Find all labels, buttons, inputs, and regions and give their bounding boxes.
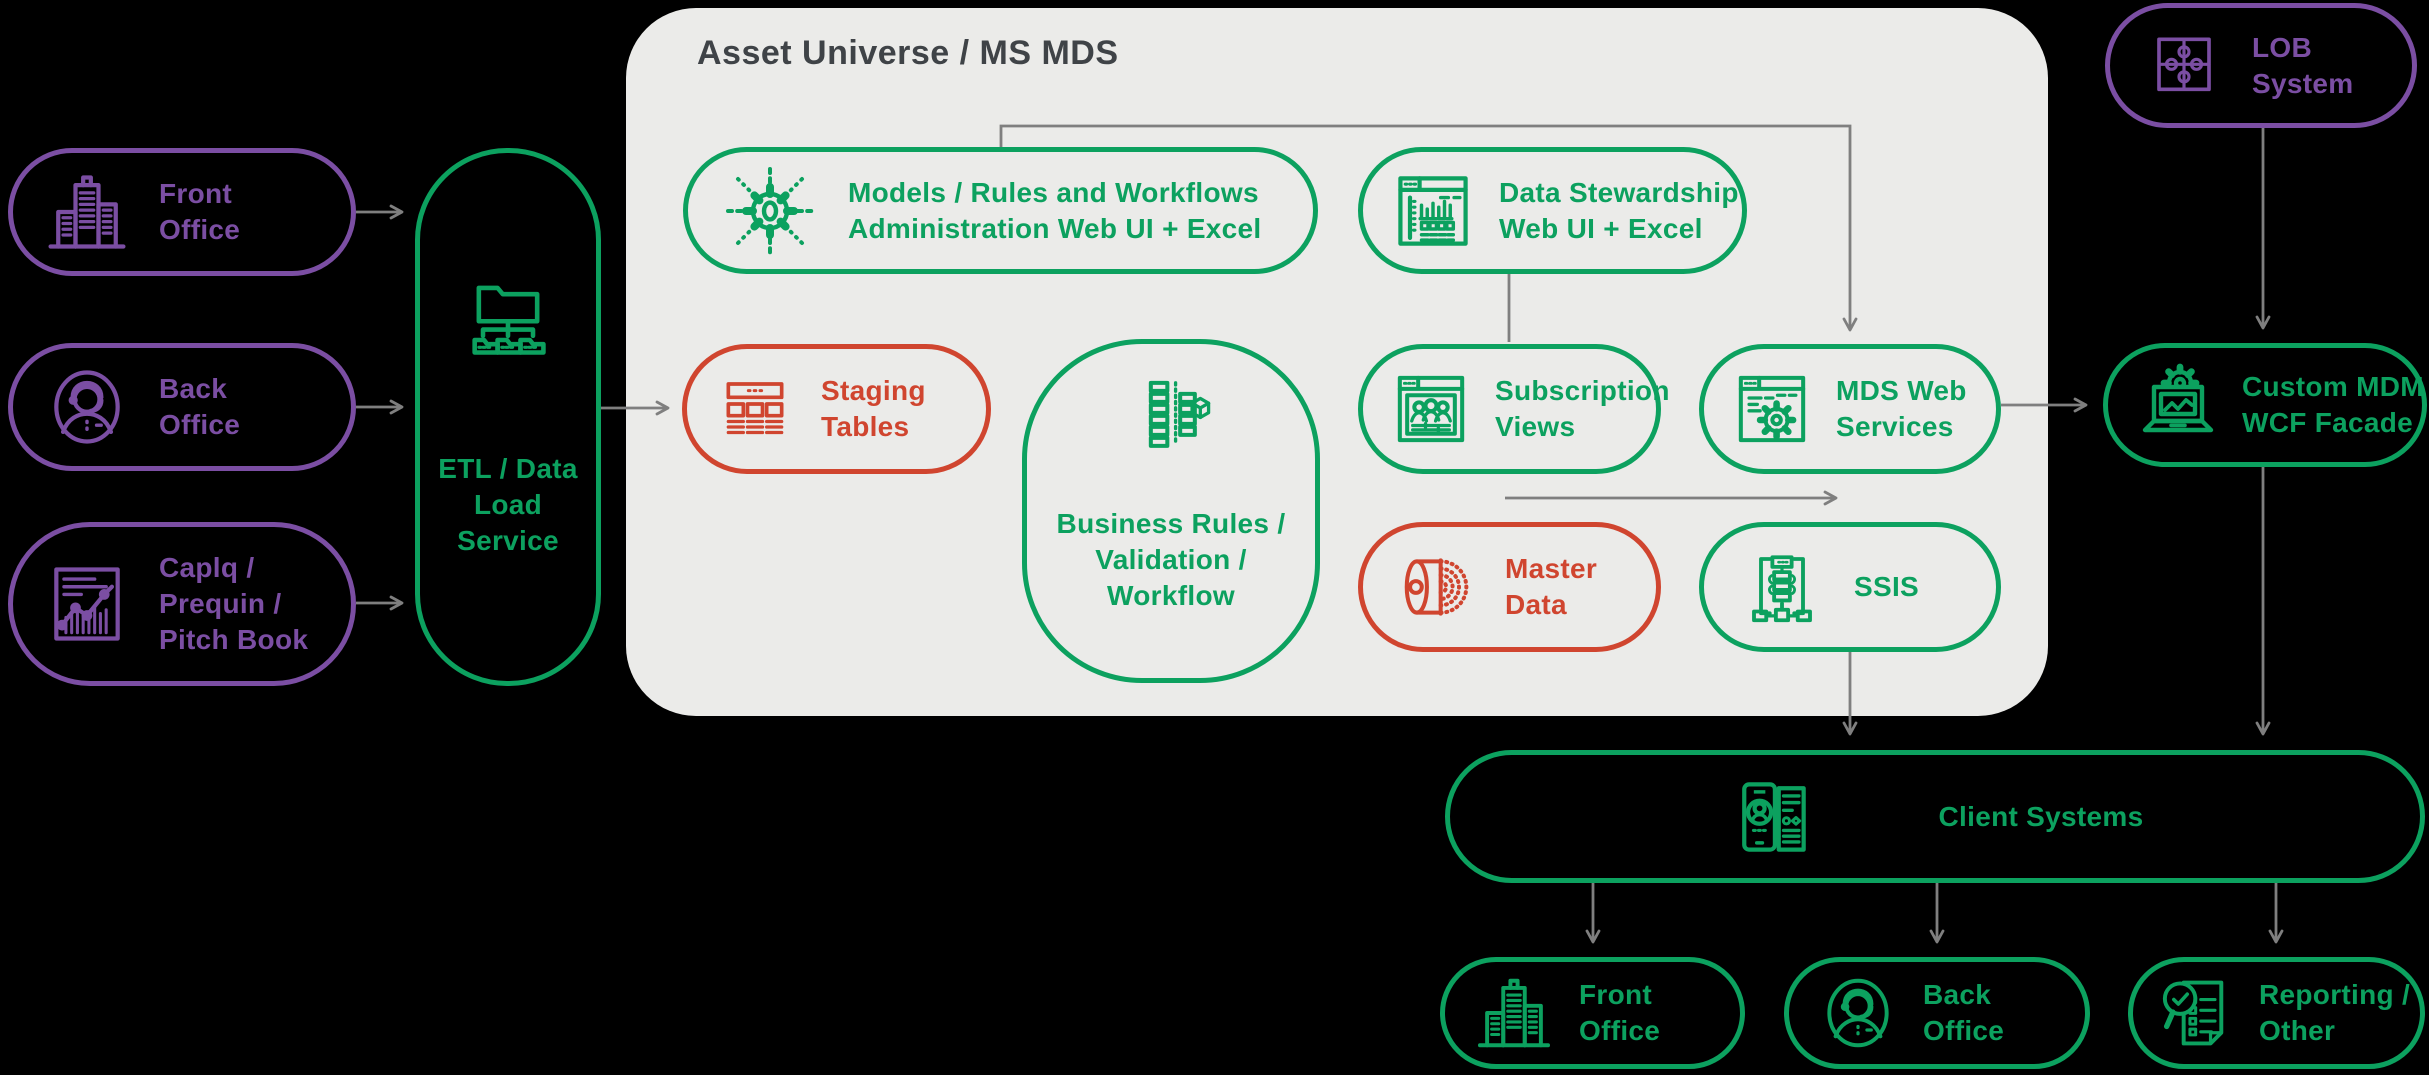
table-icon [715,369,795,449]
node-front-office-client: Front Office [1440,957,1745,1069]
browser-chart-icon [1387,165,1479,257]
node-label: Master Data [1505,553,1598,620]
node-label: Back Office [159,373,241,440]
node-models-rules-workflows: Models / Rules and Workflows Administrat… [683,147,1318,274]
node-ssis: SSIS [1699,522,2001,652]
node-back-office-source: Back Office [8,343,356,471]
browser-gear-icon [1728,365,1816,453]
node-lob-system: LOB System [2105,3,2417,128]
node-label: LOB System [2252,31,2354,99]
node-back-office-client: Back Office [1784,957,2090,1069]
node-reporting-other: Reporting / Other [2128,957,2425,1069]
data-drum-icon [1393,543,1481,631]
node-label: Staging Tables [821,375,926,442]
node-data-stewardship: Data Stewardship Web UI + Excel [1358,147,1747,274]
node-client-systems: Client Systems [1445,750,2425,883]
node-custom-mdm-wcf-facade: Custom MDM WCF Facade [2103,343,2427,467]
node-label: Subscription Views [1495,375,1670,442]
puzzle-icon [2144,26,2224,106]
node-label: Reporting / Other [2259,979,2411,1046]
node-staging-tables: Staging Tables [682,344,991,474]
building-icon [41,166,133,258]
node-label: Business Rules / Validation / Workflow [1056,508,1286,611]
person-headset-icon [41,361,133,453]
laptop-gear-icon [2130,357,2226,453]
node-label: Models / Rules and Workflows Administrat… [848,176,1262,244]
report-magnifier-icon [2155,970,2241,1056]
node-label: Front Office [1579,979,1661,1046]
node-business-rules: Business Rules / Validation / Workflow [1022,339,1320,683]
person-headset-icon [1815,970,1901,1056]
node-label: Front Office [159,178,241,245]
node-master-data: Master Data [1358,522,1661,652]
node-label: Caplq / Prequin / Pitch Book [159,552,309,655]
flowchart-icon [1740,545,1824,629]
workflow-cube-icon [1127,370,1215,458]
mobile-devices-icon [1727,771,1819,863]
node-front-office-source: Front Office [8,148,356,276]
etl-folders-icon [458,265,558,365]
node-label: MDS Web Services [1836,375,1967,442]
container-title: Asset Universe / MS MDS [697,34,1119,72]
browser-people-icon [1387,365,1475,453]
node-capiq-source: Caplq / Prequin / Pitch Book [8,522,356,686]
node-subscription-views: Subscription Views [1358,344,1669,474]
gear-dashed-icon [722,163,818,259]
node-etl-data-load-service: ETL / Data Load Service [415,148,601,686]
chart-document-icon [41,558,133,650]
node-label: SSIS [1854,571,1920,603]
node-label: Client Systems [1938,800,2144,832]
node-label: Custom MDM WCF Facade [2242,371,2424,438]
building-icon [1471,970,1557,1056]
node-label: ETL / Data Load Service [438,453,578,556]
node-label: Data Stewardship Web UI + Excel [1499,176,1739,244]
node-mds-web-services: MDS Web Services [1699,344,2001,474]
node-label: Back Office [1923,979,2005,1046]
